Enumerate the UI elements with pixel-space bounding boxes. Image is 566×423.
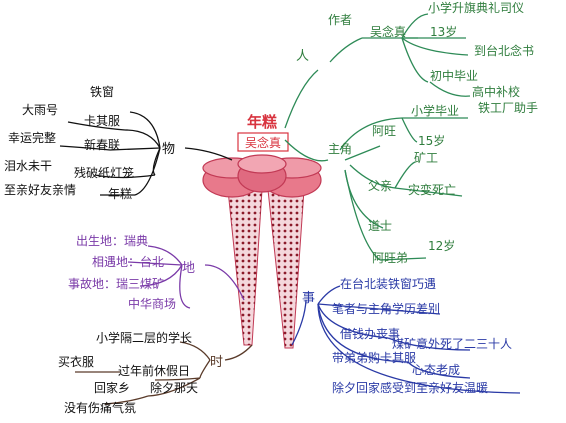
brother-item-1: 12岁: [428, 238, 455, 253]
branch-events: [291, 285, 521, 394]
event-item-3: 借钱办丧事: [340, 326, 400, 341]
object-item-3: 大雨号: [22, 103, 58, 117]
time-item-5: 除夕那天: [150, 380, 198, 395]
author-item-3: 到台北念书: [474, 43, 534, 58]
time-item-3: 买衣服: [58, 354, 94, 369]
object-item-5: 幸运完整: [8, 130, 56, 145]
father-item-2: 灾变死亡: [408, 182, 456, 197]
branch-people: [284, 13, 471, 261]
label-people: 人: [296, 49, 309, 64]
center-title: 年糕: [247, 113, 277, 131]
author-item-5: 高中补校: [472, 84, 520, 99]
daoshi-label: 道士: [368, 219, 392, 233]
object-item-2: 卡其服: [84, 114, 120, 128]
label-time: 时: [210, 355, 223, 370]
people-texts: 作者 吴念真 小学升旗典礼司仪 13岁 到台北念书 初中毕业 高中补校 主角 阿…: [328, 0, 538, 265]
branch-time: [75, 341, 253, 405]
author-name: 吴念真: [370, 24, 406, 39]
place-item-4: 中华商场: [128, 296, 176, 311]
father-label: 父亲: [368, 179, 392, 193]
stick-right-dots: [268, 190, 304, 348]
object-item-6: 残破纸灯笼: [74, 165, 134, 180]
events-texts: 在台北装铁窗巧遇 笔者与主角学历差别 借钱办丧事 煤矿意外死了二三十人 带弟弟购…: [332, 276, 512, 395]
objects-texts: 铁窗 卡其服 大雨号 新春联 幸运完整 残破纸灯笼 泪水未干 至亲好友亲情 年糕: [4, 85, 134, 201]
center-author-box: [237, 132, 289, 152]
place-item-1: 出生地：瑞典: [76, 234, 148, 248]
place-item-3: 事故地：瑞三煤矿: [68, 276, 164, 291]
time-item-1: 小学隔二层的学长: [96, 330, 192, 345]
label-place: 地: [182, 261, 195, 276]
branch-objects: [59, 111, 233, 196]
time-item-2: 过年前休假日: [118, 363, 190, 378]
central-image: 年糕 吴念真: [202, 113, 322, 349]
awang-item-3: 15岁: [418, 133, 445, 148]
place-texts: 出生地：瑞典 相遇地：台北 事故地：瑞三煤矿 中华商场: [68, 234, 176, 311]
label-objects: 物: [162, 142, 175, 157]
event-item-4: 煤矿意外死了二三十人: [392, 336, 512, 351]
center-author: 吴念真: [245, 135, 281, 150]
stick-left-dots: [228, 190, 262, 345]
protagonist-group-label: 主角: [328, 142, 352, 156]
awang-label: 阿旺: [372, 124, 396, 138]
event-item-7: 除夕回家感受到至亲好友温暖: [332, 380, 488, 395]
author-group-label: 作者: [328, 13, 352, 27]
label-events: 事: [302, 291, 315, 306]
cake-middle-top: [237, 154, 287, 174]
object-item-7: 泪水未干: [4, 159, 52, 173]
awang-item-1: 小学毕业: [411, 103, 459, 118]
time-texts: 小学隔二层的学长 过年前休假日 买衣服 回家乡 除夕那天 没有伤痛气氛: [58, 330, 198, 415]
place-item-2: 相遇地：台北: [92, 254, 164, 269]
author-item-4: 初中毕业: [430, 68, 478, 83]
object-item-1: 铁窗: [90, 85, 114, 99]
time-item-4: 回家乡: [94, 380, 130, 395]
event-item-5: 带弟弟购卡其服: [332, 350, 416, 365]
event-item-1: 在台北装铁窗巧遇: [340, 276, 436, 291]
brother-label: 阿旺弟: [372, 251, 408, 265]
event-item-6: 心态老成: [412, 363, 460, 377]
event-item-2: 笔者与主角学历差别: [332, 301, 440, 316]
object-item-8: 至亲好友亲情: [4, 183, 76, 197]
author-item-1: 小学升旗典礼司仪: [428, 0, 524, 15]
branch-place: [127, 245, 245, 309]
object-item-9: 年糕: [108, 187, 132, 201]
father-item-1: 矿工: [414, 151, 438, 165]
time-item-6: 没有伤痛气氛: [64, 400, 136, 415]
object-item-4: 新春联: [84, 137, 120, 152]
awang-item-2: 铁工厂助手: [478, 101, 538, 115]
author-item-2: 13岁: [430, 24, 457, 39]
